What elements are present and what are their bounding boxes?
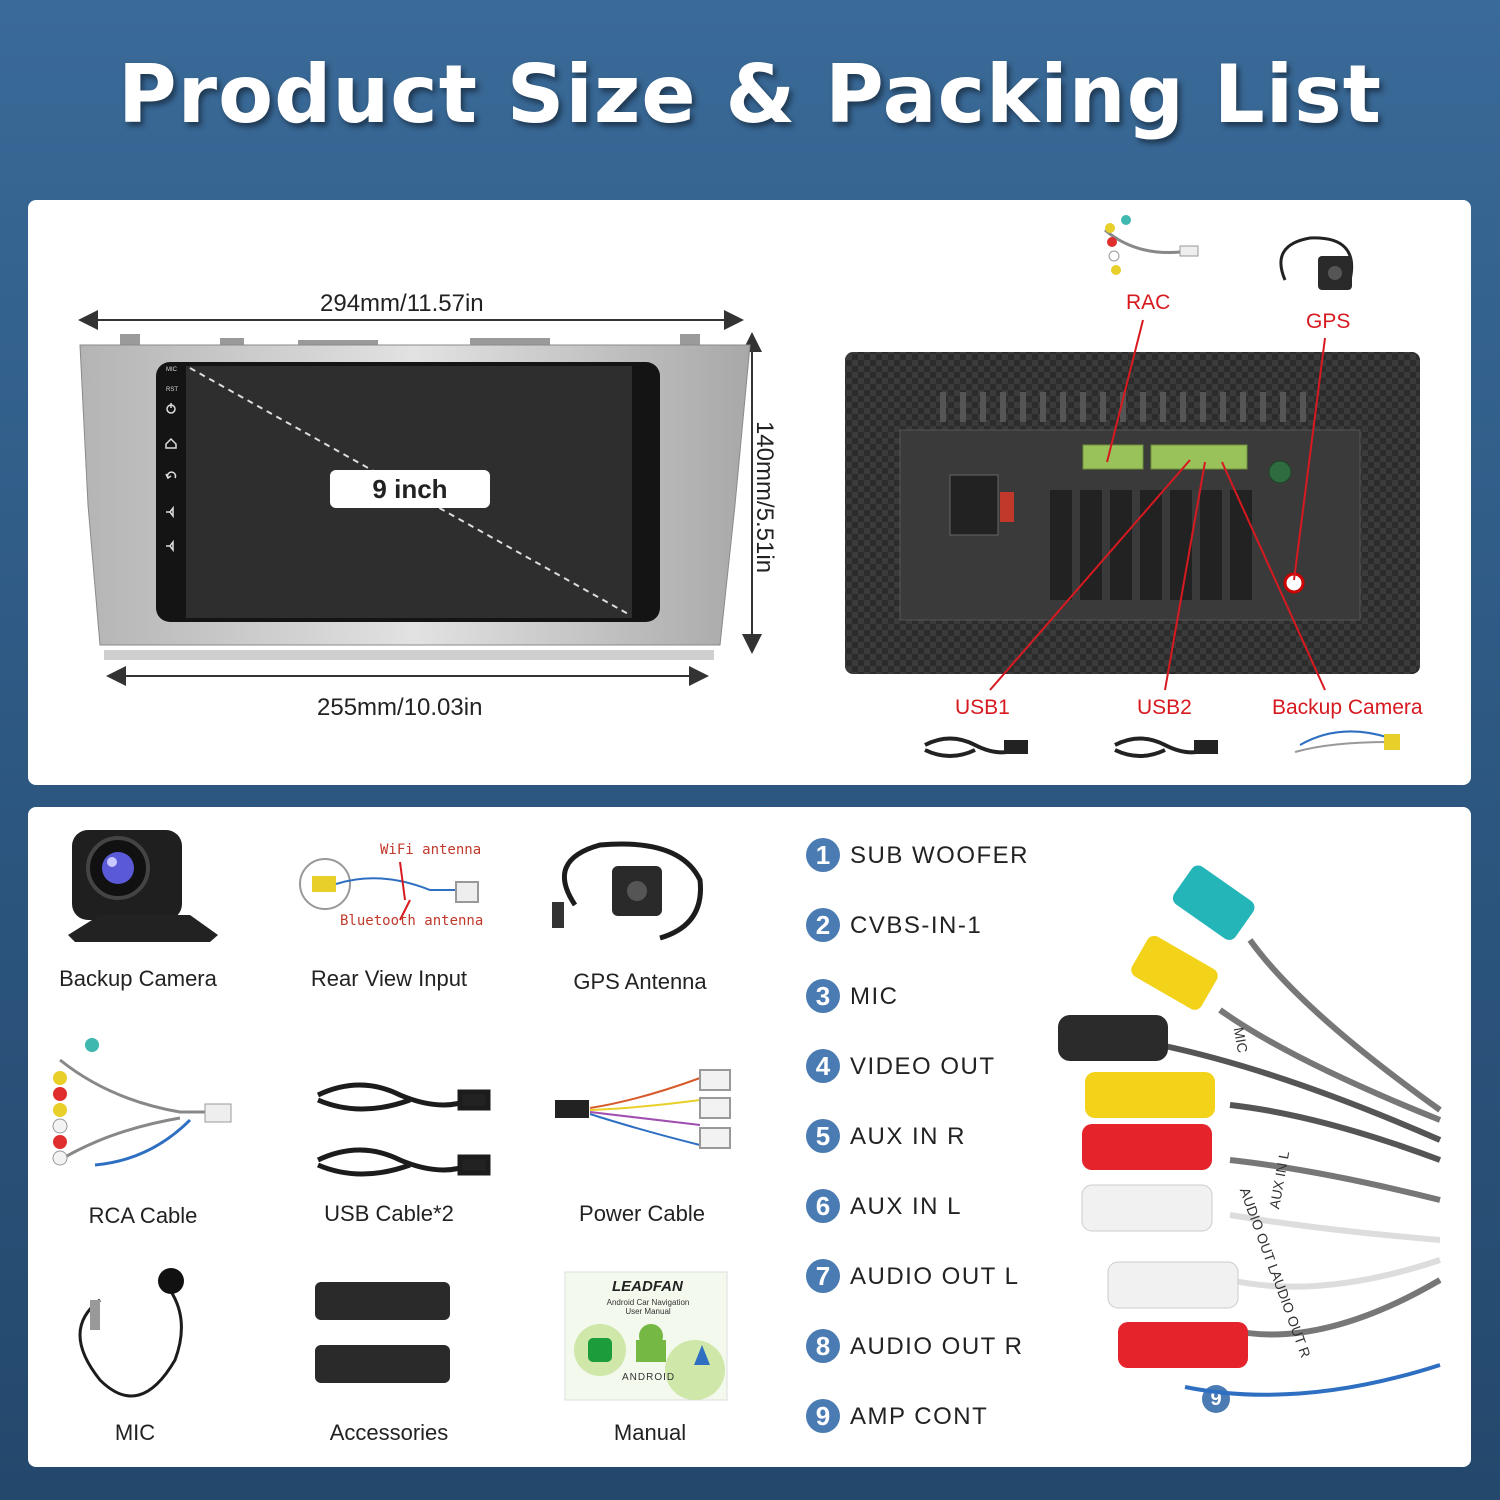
port-label-2: CVBS-IN-1 bbox=[850, 912, 983, 939]
usb2-cable-thumbnail bbox=[1114, 736, 1218, 758]
usb1-cable-thumbnail bbox=[924, 736, 1028, 758]
head-unit-rear bbox=[845, 352, 1420, 674]
rac-label: RAC bbox=[1126, 291, 1171, 314]
port-number-8: 8 bbox=[806, 1329, 840, 1363]
caption-rear-view-input: Rear View Input bbox=[310, 966, 468, 991]
callout-lines bbox=[989, 319, 1326, 691]
gps-antenna-image bbox=[552, 841, 703, 941]
backup-camera-label: Backup Camera bbox=[1272, 696, 1423, 719]
gps-antenna-thumbnail bbox=[1279, 236, 1354, 290]
backup-camera-image bbox=[68, 830, 218, 942]
wifi-antenna-label: WiFi antenna bbox=[380, 842, 482, 858]
port-number-3: 3 bbox=[806, 979, 840, 1013]
manual-image bbox=[564, 1271, 728, 1401]
port-label-7: AUDIO OUT L bbox=[850, 1263, 1020, 1290]
width-bottom-label: 255mm/10.03in bbox=[317, 694, 483, 721]
caption-manual: Manual bbox=[613, 1420, 687, 1445]
caption-rca-cable: RCA Cable bbox=[88, 1203, 198, 1228]
mic-image bbox=[78, 1268, 184, 1398]
manual-subtitle: Android Car Navigation User Manual bbox=[606, 1298, 690, 1316]
rca-ports-image bbox=[1058, 865, 1442, 1397]
power-cable-image bbox=[555, 1069, 731, 1149]
caption-backup-camera: Backup Camera bbox=[59, 966, 217, 991]
manual-brand: LEADFAN bbox=[612, 1278, 683, 1295]
rac-cable-thumbnail bbox=[1104, 215, 1199, 275]
port-number-1: 1 bbox=[806, 838, 840, 872]
port-number-7: 7 bbox=[806, 1259, 840, 1293]
port-label-3: MIC bbox=[850, 983, 899, 1010]
caption-usb-cable: USB Cable*2 bbox=[324, 1201, 454, 1226]
port-number-4: 4 bbox=[806, 1049, 840, 1083]
bluetooth-antenna-label: Bluetooth antenna bbox=[340, 913, 484, 929]
rst-button-label: RST bbox=[166, 387, 178, 393]
port-number-9: 9 bbox=[806, 1399, 840, 1433]
port-number-2: 2 bbox=[806, 908, 840, 942]
usb1-label: USB1 bbox=[955, 696, 1010, 719]
caption-accessories: Accessories bbox=[329, 1420, 449, 1445]
port-label-8: AUDIO OUT R bbox=[850, 1333, 1024, 1360]
usb-cable-image bbox=[316, 1082, 491, 1177]
accessories-image bbox=[315, 1282, 450, 1383]
port-label-6: AUX IN L bbox=[850, 1193, 963, 1220]
port-number-6: 6 bbox=[806, 1189, 840, 1223]
width-top-label: 294mm/11.57in bbox=[320, 290, 484, 317]
mic-button-label: MIC bbox=[166, 367, 177, 373]
gps-label: GPS bbox=[1306, 310, 1351, 333]
usb2-label: USB2 bbox=[1137, 696, 1192, 719]
manual-android-text: ANDROID bbox=[622, 1372, 676, 1383]
side-buttons bbox=[165, 403, 177, 553]
screen-size-badge: 9 inch bbox=[330, 470, 490, 508]
port-label-4: VIDEO OUT bbox=[850, 1053, 996, 1080]
rear-view-input-image bbox=[299, 858, 479, 921]
port-label-9: AMP CONT bbox=[850, 1403, 989, 1430]
port-number-5: 5 bbox=[806, 1119, 840, 1153]
port-label-1: SUB WOOFER bbox=[850, 842, 1030, 869]
caption-power-cable: Power Cable bbox=[579, 1201, 705, 1226]
page-title: Product Size & Packing List bbox=[118, 48, 1382, 141]
port-label-5: AUX IN R bbox=[850, 1123, 967, 1150]
rca-cable-image bbox=[52, 1038, 232, 1167]
caption-mic: MIC bbox=[114, 1420, 156, 1445]
caption-gps-antenna: GPS Antenna bbox=[573, 969, 707, 994]
height-label: 140mm/5.51in bbox=[751, 420, 778, 574]
camera-cable-thumbnail bbox=[1294, 730, 1400, 753]
